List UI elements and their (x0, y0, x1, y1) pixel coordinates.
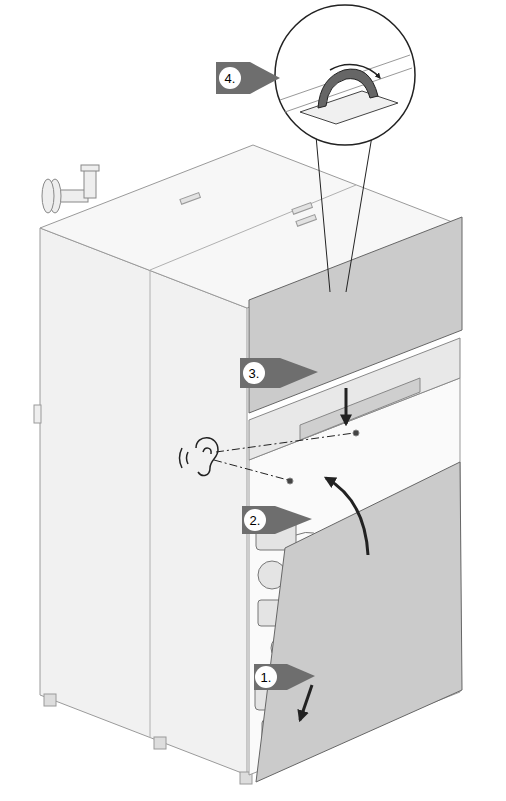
callout-number: 3. (249, 367, 260, 380)
pipe-flange (42, 165, 99, 213)
zoom-detail (275, 5, 415, 292)
callout-number: 4. (225, 72, 236, 85)
motion-arrows (300, 388, 368, 720)
callout-number: 2. (250, 514, 261, 527)
listen-symbol (180, 433, 355, 480)
callout-number: 1. (261, 671, 272, 684)
lower-panel (256, 462, 462, 782)
callout-markers (216, 62, 318, 690)
